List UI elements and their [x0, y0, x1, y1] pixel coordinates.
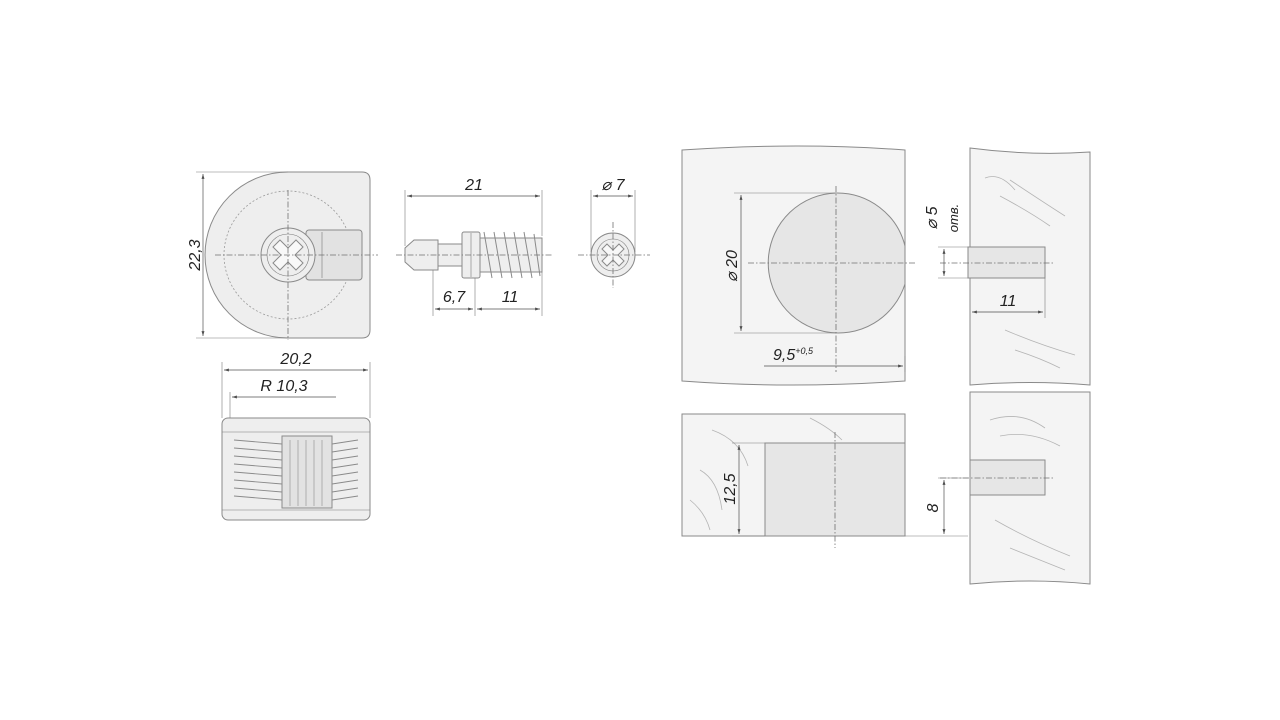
side-panel-top-grain: [984, 176, 1076, 369]
bolt-thread-label: 11: [502, 289, 519, 306]
bolt-end-view: ⌀ 7: [578, 177, 650, 288]
bolt-hole-diameter-label: ⌀ 5: [924, 206, 941, 229]
cam-thread-ribs-right: [331, 439, 359, 501]
bolt-hole-note: отв.: [946, 204, 961, 232]
cam-thread-ribs-left: [233, 439, 283, 501]
bolt-hole-section: [969, 459, 1046, 496]
hole-diameter-label: ⌀ 20: [724, 250, 741, 282]
bolt-diameter-label: ⌀ 7: [602, 177, 626, 194]
cam-front-view: 22,3: [187, 171, 378, 340]
hole-offset-tolerance: +0,5: [795, 346, 814, 356]
cam-radius-label: R 10,3: [260, 378, 307, 395]
side-panel-section-view: 8: [905, 391, 1091, 585]
bolt-side-view: 21 6,7 11: [396, 177, 552, 316]
cam-side-slot: [281, 435, 333, 509]
board-top-view: ⌀ 20 9,5+0,5: [681, 145, 915, 386]
bolt-head-label: 6,7: [443, 289, 466, 306]
bolt-hole-top: [967, 246, 1046, 279]
board-section-view: 12,5: [681, 413, 906, 548]
cam-width-label: 20,2: [279, 351, 311, 368]
cam-slot-lines: [289, 440, 323, 506]
board-section-grain: [689, 417, 843, 531]
bolt-hole-height-label: 8: [925, 503, 942, 512]
bolt-hole-depth-label: 11: [1000, 293, 1017, 310]
cam-height-label: 22,3: [187, 239, 204, 271]
hole-offset-label: 9,5+0,5: [773, 346, 814, 364]
bolt-length-label: 21: [464, 177, 483, 194]
side-panel-section-grain: [989, 416, 1071, 571]
side-panel-top-view: ⌀ 5 отв. 11: [924, 147, 1091, 386]
pocket-depth-label: 12,5: [722, 473, 739, 504]
hole-offset-value: 9,5: [773, 347, 795, 364]
cam-side-view: 20,2 R 10,3: [221, 351, 371, 521]
